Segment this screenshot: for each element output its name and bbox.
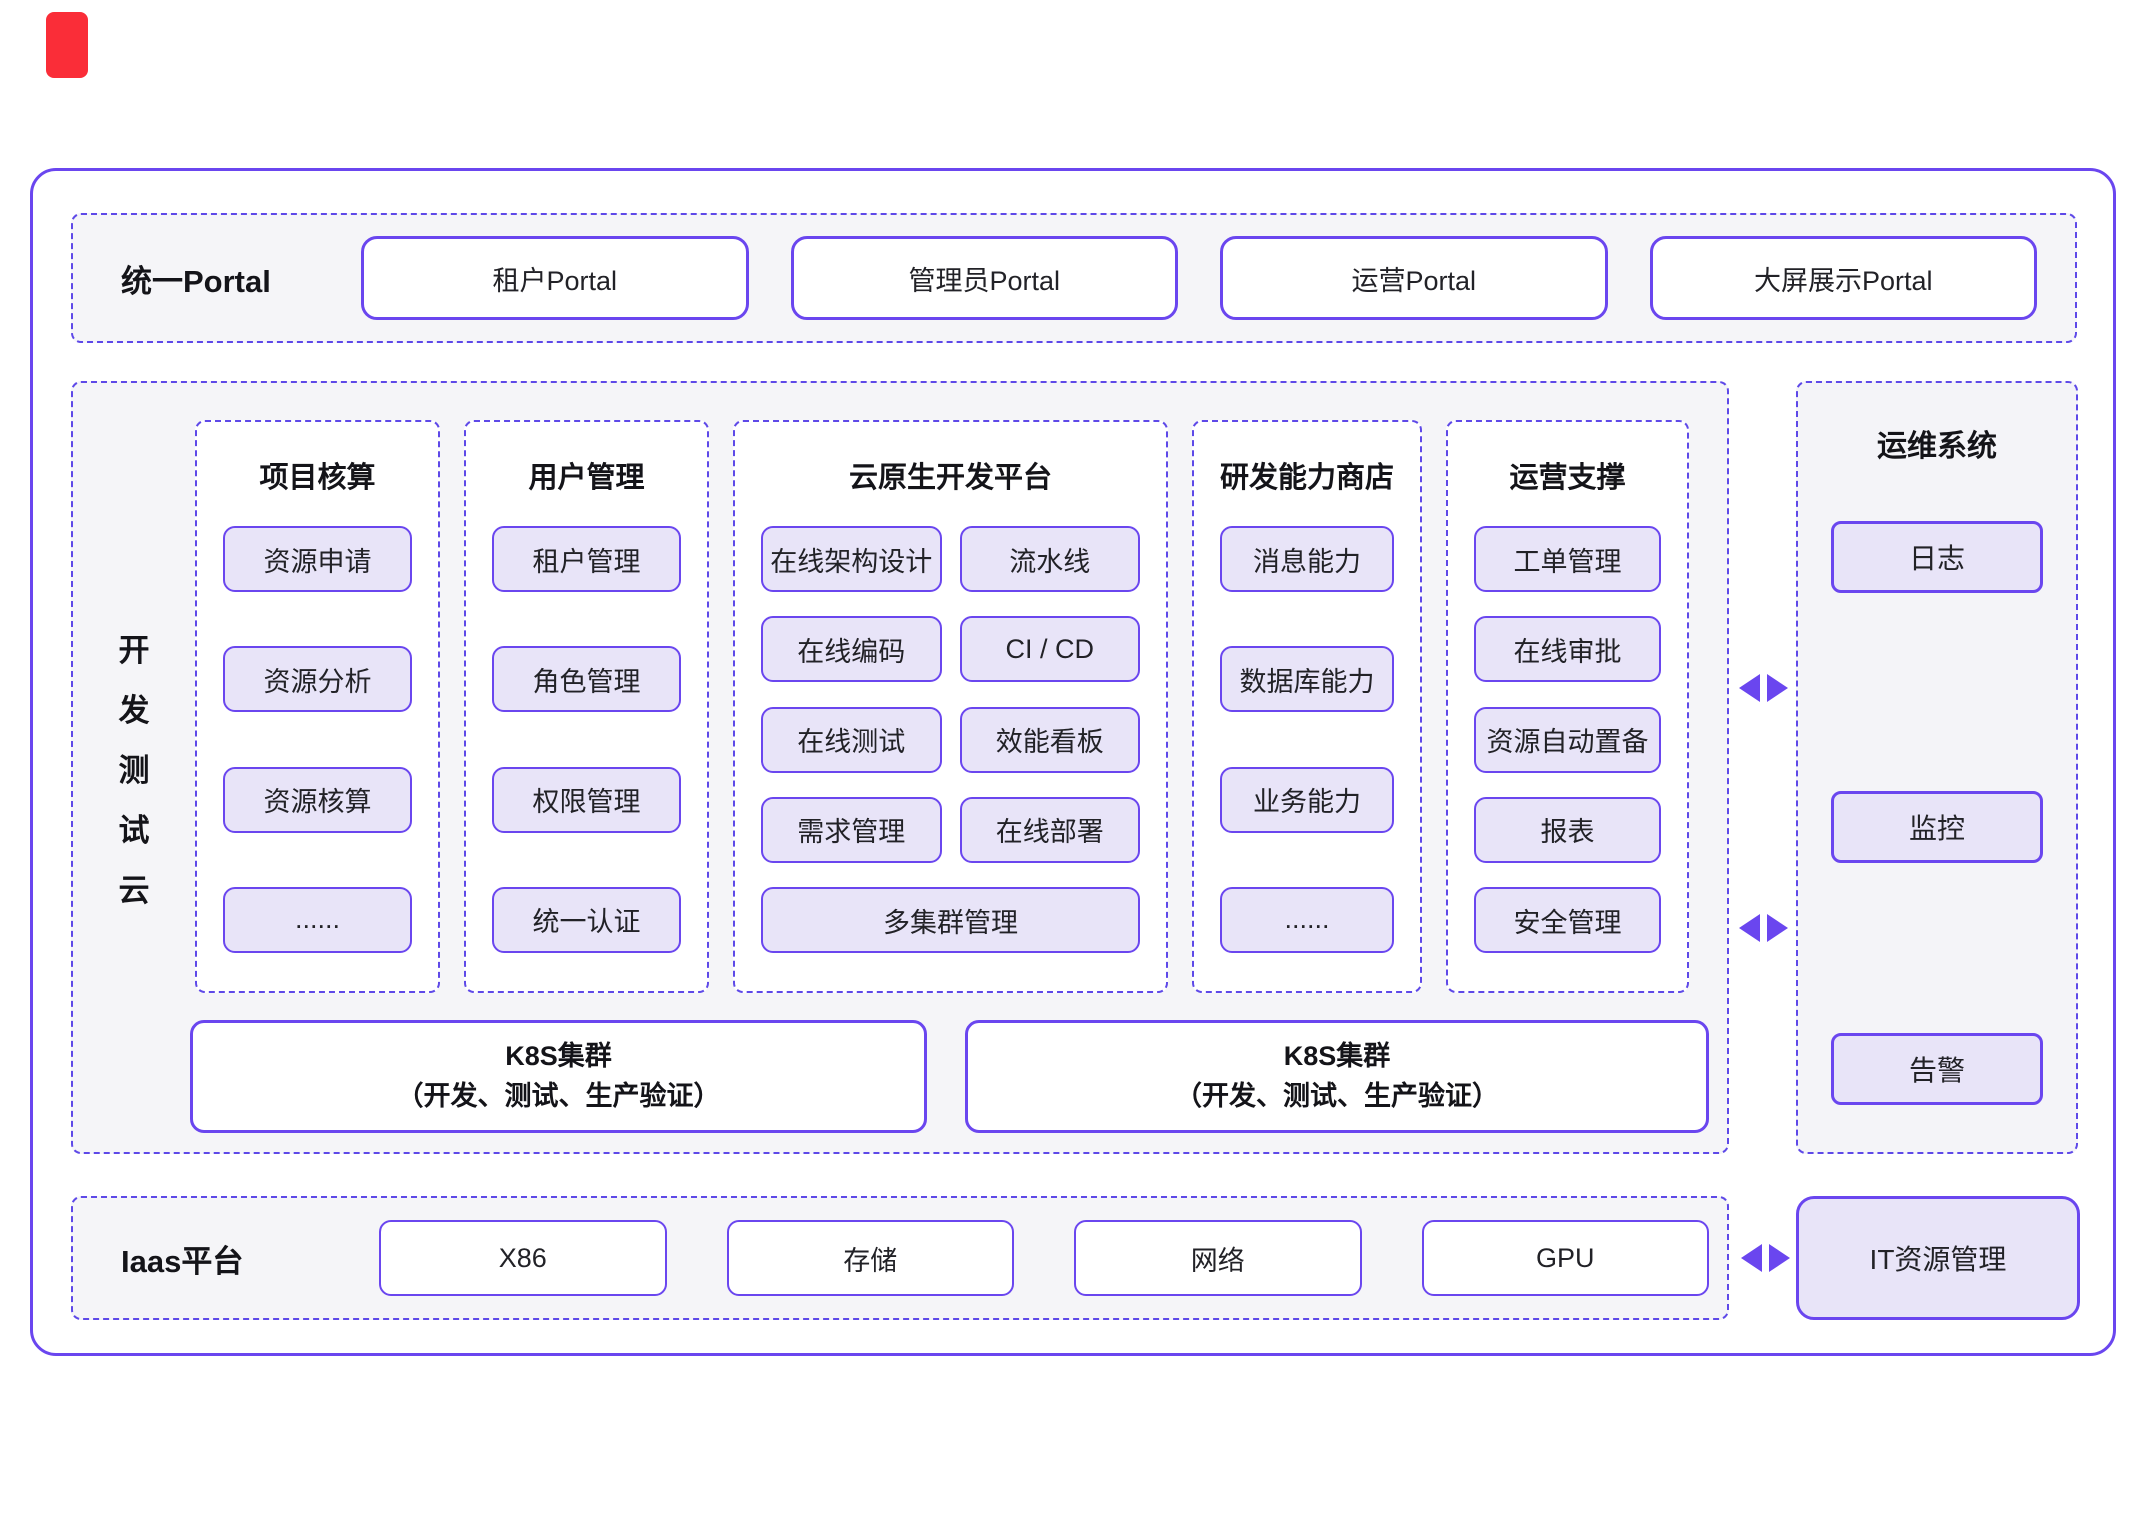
capability-columns: 项目核算 资源申请 资源分析 资源核算 ...... 用户管理 租户管理 角色管…	[195, 420, 1689, 993]
item-box: CI / CD	[959, 616, 1140, 683]
k8s-cluster-box: K8S集群 （开发、测试、生产验证）	[190, 1020, 927, 1133]
vlabel-char: 发	[118, 693, 150, 728]
k8s-line2: （开发、测试、生产验证）	[396, 1080, 721, 1111]
item-box: 报表	[1474, 796, 1661, 863]
dev-test-cloud-section: 开 发 测 试 云 项目核算 资源申请 资源分析 资源核算 ......	[71, 381, 1729, 1154]
iaas-platform-section: Iaas平台 X86 存储 网络 GPU	[71, 1196, 1729, 1320]
vlabel-char: 测	[118, 753, 150, 788]
item-box: 资源核算	[223, 766, 412, 833]
column-items: 工单管理 在线审批 资源自动置备 报表 安全管理	[1448, 496, 1687, 991]
admin-portal-box: 管理员Portal	[790, 236, 1178, 320]
item-box: ......	[1220, 886, 1394, 953]
item-box: ......	[223, 886, 412, 953]
item-box: 在线部署	[959, 796, 1140, 863]
k8s-line1: K8S集群	[505, 1041, 612, 1072]
item-box: 效能看板	[959, 706, 1140, 773]
item-box: 在线测试	[761, 706, 942, 773]
multi-cluster-item-box: 多集群管理	[761, 887, 1140, 953]
column-items: 租户管理 角色管理 权限管理 统一认证	[466, 496, 707, 991]
gpu-box: GPU	[1421, 1220, 1709, 1296]
item-box: 业务能力	[1220, 766, 1394, 833]
item-box: 安全管理	[1474, 887, 1661, 953]
item-box: 在线架构设计	[761, 526, 942, 592]
left-arrow-icon	[1739, 674, 1760, 702]
x86-box: X86	[379, 1220, 667, 1296]
item-box: 权限管理	[492, 766, 681, 833]
item-box: 需求管理	[761, 796, 942, 863]
column-title: 云原生开发平台	[848, 462, 1052, 494]
diagram-outer-frame: 统一Portal 租户Portal 管理员Portal 运营Portal 大屏展…	[30, 168, 2116, 1356]
item-box: 工单管理	[1474, 526, 1661, 592]
unified-portal-label: 统一Portal	[121, 263, 271, 299]
column-user-management: 用户管理 租户管理 角色管理 权限管理 统一认证	[464, 420, 709, 993]
item-box: 在线审批	[1474, 616, 1661, 683]
ops-system-section: 运维系统 日志 监控 告警	[1796, 381, 2078, 1154]
right-arrow-icon	[1767, 914, 1788, 942]
monitor-item-box: 监控	[1831, 791, 2043, 863]
k8s-line1: K8S集群	[1283, 1041, 1391, 1072]
bidirectional-arrow-icon	[1739, 674, 1788, 702]
column-cloud-native-platform: 云原生开发平台 在线架构设计 流水线 在线编码 CI / CD 在线测试 效能看	[733, 420, 1168, 993]
item-box: 租户管理	[492, 526, 681, 592]
red-marker	[46, 12, 88, 78]
dev-test-cloud-label: 开 发 测 试 云	[73, 383, 195, 1152]
column-operation-support: 运营支撑 工单管理 在线审批 资源自动置备 报表 安全管理	[1446, 420, 1689, 993]
column-title: 运营支撑	[1509, 462, 1626, 494]
item-row: 在线测试 效能看板	[761, 706, 1140, 773]
storage-box: 存储	[726, 1220, 1014, 1296]
item-row: 在线编码 CI / CD	[761, 616, 1140, 683]
item-row: 在线架构设计 流水线	[761, 526, 1140, 592]
item-box: 角色管理	[492, 646, 681, 713]
bidirectional-arrow-icon	[1739, 914, 1788, 942]
bidirectional-arrow-icon	[1741, 1244, 1790, 1272]
log-item-box: 日志	[1831, 521, 2043, 593]
left-arrow-icon	[1741, 1244, 1762, 1272]
vlabel-char: 试	[118, 813, 150, 848]
right-arrow-icon	[1769, 1244, 1790, 1272]
item-box: 资源申请	[223, 526, 412, 592]
item-box: 资源自动置备	[1474, 706, 1661, 773]
column-project-accounting: 项目核算 资源申请 资源分析 资源核算 ......	[195, 420, 440, 993]
item-row: 需求管理 在线部署	[761, 796, 1140, 863]
item-box: 数据库能力	[1220, 646, 1394, 713]
k8s-line2: （开发、测试、生产验证）	[1175, 1080, 1499, 1111]
column-items: 在线架构设计 流水线 在线编码 CI / CD 在线测试 效能看板 需求管理	[735, 496, 1166, 991]
k8s-cluster-box: K8S集群 （开发、测试、生产验证）	[965, 1020, 1709, 1133]
vlabel-char: 开	[118, 633, 150, 668]
operation-portal-box: 运营Portal	[1220, 236, 1608, 320]
alarm-item-box: 告警	[1831, 1033, 2043, 1105]
item-box: 资源分析	[223, 646, 412, 713]
column-title: 用户管理	[528, 462, 645, 494]
column-title: 项目核算	[259, 462, 376, 494]
right-arrow-icon	[1767, 674, 1788, 702]
tenant-portal-box: 租户Portal	[361, 236, 749, 320]
iaas-platform-label: Iaas平台	[121, 1243, 244, 1279]
item-box: 在线编码	[761, 616, 942, 683]
network-box: 网络	[1074, 1220, 1362, 1296]
column-title: 研发能力商店	[1219, 462, 1394, 494]
it-resource-management-box: IT资源管理	[1796, 1196, 2080, 1320]
left-arrow-icon	[1739, 914, 1760, 942]
item-box: 流水线	[959, 526, 1140, 592]
bigscreen-portal-box: 大屏展示Portal	[1649, 236, 2037, 320]
vlabel-char: 云	[118, 873, 150, 908]
ops-system-title: 运维系统	[1877, 430, 1997, 463]
column-items: 消息能力 数据库能力 业务能力 ......	[1194, 496, 1420, 991]
column-rd-capability-store: 研发能力商店 消息能力 数据库能力 业务能力 ......	[1192, 420, 1422, 993]
unified-portal-section: 统一Portal 租户Portal 管理员Portal 运营Portal 大屏展…	[71, 213, 2077, 343]
item-box: 统一认证	[492, 886, 681, 953]
column-items: 资源申请 资源分析 资源核算 ......	[197, 496, 438, 991]
item-box: 消息能力	[1220, 526, 1394, 592]
